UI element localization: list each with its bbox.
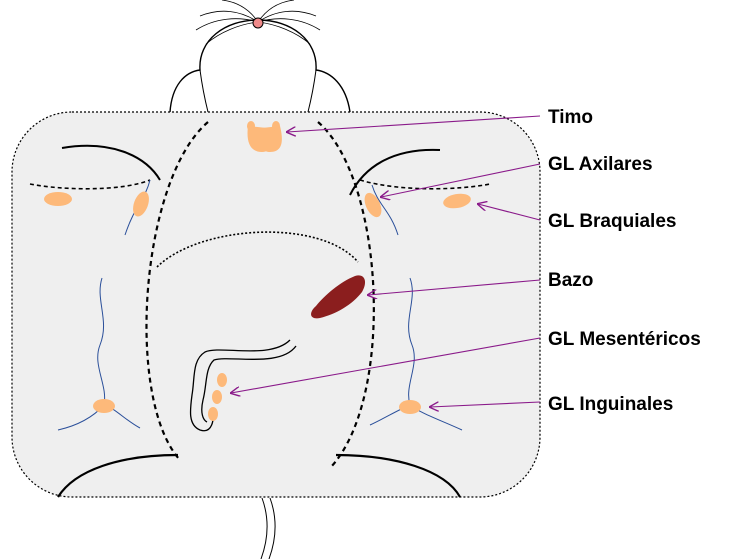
mouse-body [12, 112, 540, 497]
label-gl-mesentericos: GL Mesentéricos [548, 329, 701, 350]
nose-icon [253, 18, 263, 28]
mouse-tail [261, 498, 275, 559]
label-bazo: Bazo [548, 270, 593, 291]
inguinal-node-left [93, 399, 115, 413]
brachial-node-left [44, 192, 72, 206]
label-gl-braquiales: GL Braquiales [548, 211, 676, 232]
inguinal-node-right [399, 400, 421, 414]
label-gl-axilares: GL Axilares [548, 154, 653, 175]
label-timo: Timo [548, 107, 593, 128]
label-gl-inguinales: GL Inguinales [548, 394, 673, 415]
mouse-head [170, 20, 350, 112]
